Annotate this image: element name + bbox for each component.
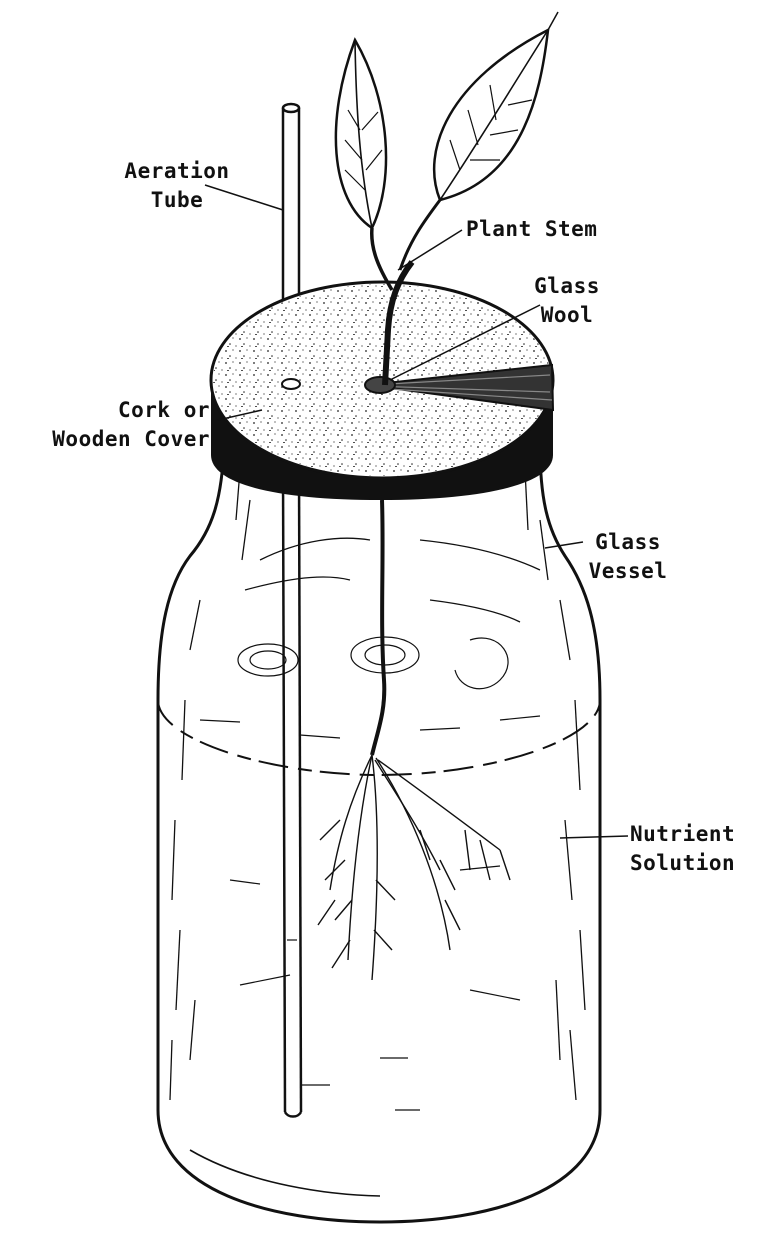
glass-wool-label-line-1: Glass bbox=[527, 272, 607, 301]
aeration-tube bbox=[283, 104, 301, 1117]
cork-cover-label: Cork or Wooden Cover bbox=[4, 396, 210, 454]
glass-vessel-label-line-2: Vessel bbox=[585, 557, 671, 586]
aeration-tube-label: Aeration Tube bbox=[110, 157, 244, 215]
cork-cover-label-line-2: Wooden Cover bbox=[4, 425, 210, 454]
left-leaf bbox=[336, 40, 386, 228]
nutrient-solution-label-line-2: Solution bbox=[630, 849, 735, 878]
plant-stem-label-text: Plant Stem bbox=[466, 217, 597, 241]
cork-cover-label-line-1: Cork or bbox=[4, 396, 210, 425]
glass-vessel-label-line-1: Glass bbox=[585, 528, 671, 557]
right-leaf bbox=[434, 30, 548, 200]
aeration-tube-label-line-2: Tube bbox=[110, 186, 244, 215]
glass-vessel bbox=[158, 445, 600, 1222]
glass-wool-label: Glass Wool bbox=[527, 272, 607, 330]
glass-vessel-label: Glass Vessel bbox=[585, 528, 671, 586]
aeration-tube-label-line-1: Aeration bbox=[110, 157, 244, 186]
leader-nutrient-solution bbox=[560, 836, 628, 838]
nutrient-solution-label-line-1: Nutrient bbox=[630, 820, 735, 849]
nutrient-solution-label: Nutrient Solution bbox=[630, 820, 735, 878]
plant-stem-label: Plant Stem bbox=[466, 215, 597, 244]
leader-glass-vessel bbox=[545, 542, 583, 548]
cork-cover bbox=[211, 282, 553, 500]
glass-wool-label-line-2: Wool bbox=[527, 301, 607, 330]
